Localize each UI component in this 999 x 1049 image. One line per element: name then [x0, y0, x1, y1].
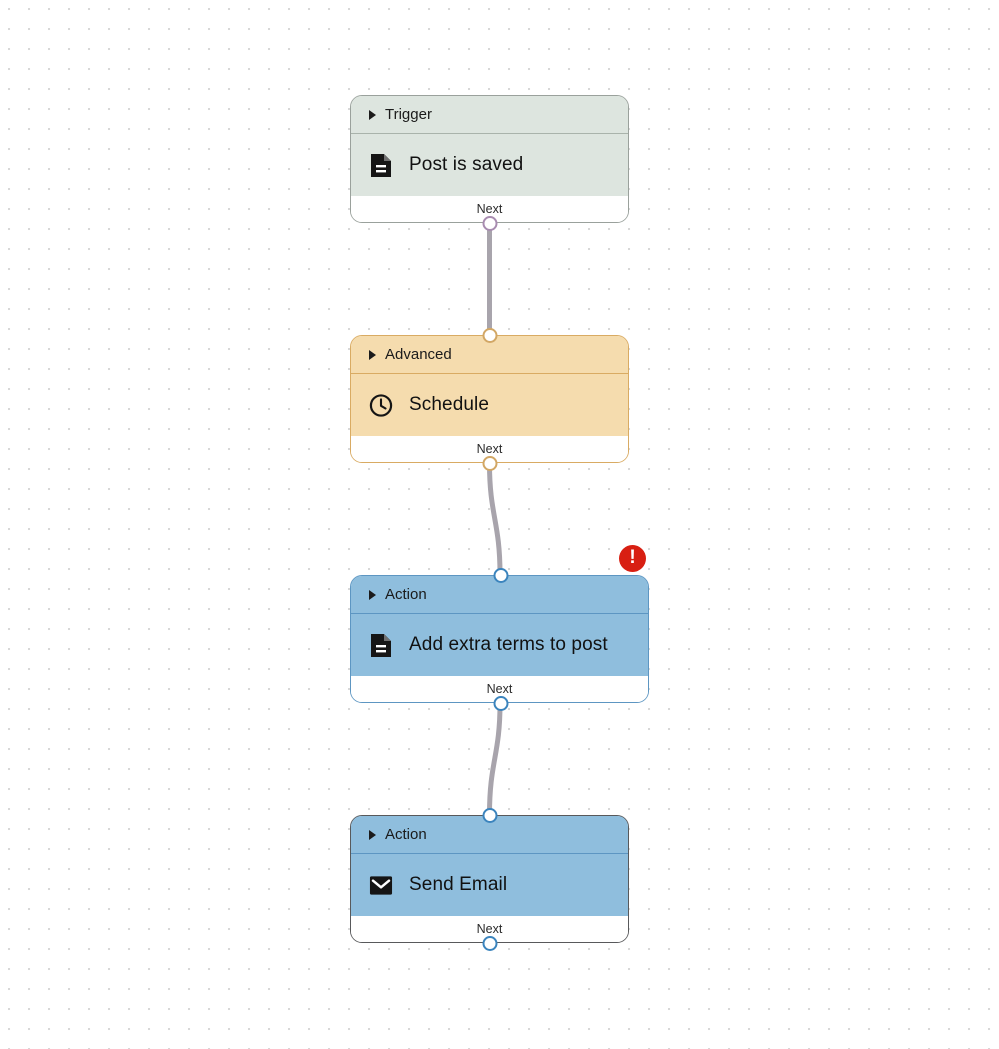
node-title: Schedule: [409, 394, 490, 415]
node-footer-label: Next: [486, 682, 513, 696]
node-category-label: Trigger: [385, 106, 432, 123]
node-category-label: Action: [385, 826, 427, 843]
edge-advanced-to-action: [487, 461, 503, 577]
node-title: Add extra terms to post: [409, 634, 608, 655]
node-output-handle[interactable]: [482, 455, 497, 471]
chevron-right-icon[interactable]: [369, 109, 376, 120]
node-footer-label: Next: [476, 442, 503, 456]
node-category-label: Action: [385, 586, 427, 603]
node-body-trigger[interactable]: Post is saved: [351, 134, 628, 196]
workflow-node-action-add-terms[interactable]: Action Add extra terms to post Next: [350, 567, 649, 711]
node-output-handle[interactable]: [482, 935, 497, 951]
chevron-right-icon[interactable]: [369, 589, 376, 600]
node-body-action[interactable]: Send Email: [351, 854, 628, 916]
node-input-handle[interactable]: [482, 807, 497, 823]
node-footer-label: Next: [476, 922, 503, 936]
error-badge[interactable]: !: [619, 545, 646, 572]
node-header-trigger[interactable]: Trigger: [351, 96, 628, 134]
node-footer-label: Next: [476, 202, 503, 216]
workflow-node-action-send-email[interactable]: Action Send Email Next: [350, 807, 629, 951]
workflow-node-trigger[interactable]: Trigger Post is saved Next: [350, 95, 629, 231]
exclamation-icon: !: [629, 547, 636, 568]
chevron-right-icon[interactable]: [369, 829, 376, 840]
node-category-label: Advanced: [385, 346, 452, 363]
workflow-node-advanced[interactable]: Advanced Schedule Next: [350, 327, 629, 471]
node-input-handle[interactable]: [482, 327, 497, 343]
node-title: Send Email: [409, 874, 508, 895]
document-icon: [369, 632, 393, 658]
clock-icon: [369, 392, 393, 418]
node-output-handle[interactable]: [493, 695, 509, 711]
node-body-advanced[interactable]: Schedule: [351, 374, 628, 436]
document-icon: [369, 152, 393, 178]
node-title: Post is saved: [409, 154, 524, 175]
chevron-right-icon[interactable]: [369, 349, 376, 360]
edge-action-to-email: [487, 701, 503, 817]
envelope-icon: [369, 872, 393, 898]
node-body-action[interactable]: Add extra terms to post: [351, 614, 648, 676]
node-input-handle[interactable]: [493, 567, 509, 583]
node-output-handle[interactable]: [482, 215, 497, 231]
